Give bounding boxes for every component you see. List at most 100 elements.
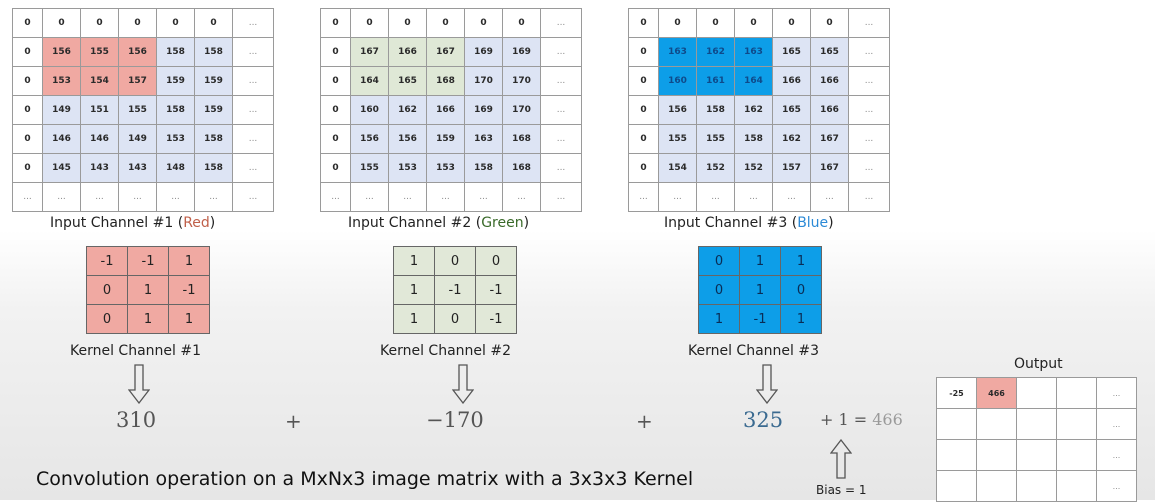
grid-cell: ... bbox=[540, 182, 582, 212]
grid-cell: 149 bbox=[42, 95, 81, 125]
output-cell bbox=[1056, 377, 1097, 409]
grid-cell: 155 bbox=[80, 37, 119, 67]
grid-cell: 0 bbox=[810, 8, 849, 38]
grid-cell: 167 bbox=[810, 124, 849, 154]
kernel-cell: 1 bbox=[393, 275, 435, 305]
grid-cell: ... bbox=[540, 66, 582, 96]
grid-cell: 0 bbox=[320, 153, 351, 183]
output-cell bbox=[976, 470, 1017, 502]
grid-cell: 165 bbox=[772, 95, 811, 125]
grid-cell: 156 bbox=[42, 37, 81, 67]
kernel-cell: -1 bbox=[475, 275, 517, 305]
grid-cell: ... bbox=[232, 95, 274, 125]
grid-cell: 158 bbox=[194, 124, 233, 154]
grid-cell: ... bbox=[540, 95, 582, 125]
grid-cell: 145 bbox=[42, 153, 81, 183]
grid-cell: 168 bbox=[502, 153, 541, 183]
input-channel-2-caption: Input Channel #2 (Green) bbox=[348, 215, 530, 231]
grid-cell: 0 bbox=[80, 8, 119, 38]
grid-cell: ... bbox=[232, 8, 274, 38]
grid-cell: 0 bbox=[12, 8, 43, 38]
grid-cell: ... bbox=[848, 37, 890, 67]
final-value: 466 bbox=[872, 410, 903, 429]
grid-cell: 0 bbox=[772, 8, 811, 38]
grid-cell: 0 bbox=[12, 153, 43, 183]
output-cell bbox=[1056, 408, 1097, 440]
grid-cell: 162 bbox=[696, 37, 735, 67]
grid-cell: 154 bbox=[80, 66, 119, 96]
grid-cell: 155 bbox=[350, 153, 389, 183]
grid-cell: 154 bbox=[658, 153, 697, 183]
input-channel-3-caption: Input Channel #3 (Blue) bbox=[664, 215, 834, 231]
kernel-cell: 1 bbox=[393, 246, 435, 276]
grid-cell: 168 bbox=[426, 66, 465, 96]
grid-cell: 159 bbox=[156, 66, 195, 96]
kernel-cell: 0 bbox=[86, 304, 128, 334]
grid-cell: 167 bbox=[810, 153, 849, 183]
grid-cell: 0 bbox=[628, 95, 659, 125]
plus-sign: + bbox=[285, 409, 302, 433]
grid-cell: 0 bbox=[12, 37, 43, 67]
grid-cell: 165 bbox=[388, 66, 427, 96]
output-cell: -25 bbox=[936, 377, 977, 409]
grid-cell: 158 bbox=[696, 95, 735, 125]
kernel-cell: 1 bbox=[127, 275, 169, 305]
grid-cell: 0 bbox=[12, 66, 43, 96]
grid-cell: ... bbox=[734, 182, 773, 212]
grid-row: ..................... bbox=[12, 182, 274, 212]
grid-cell: 0 bbox=[628, 153, 659, 183]
grid-cell: 0 bbox=[42, 8, 81, 38]
grid-cell: 158 bbox=[156, 95, 195, 125]
grid-cell: 158 bbox=[194, 153, 233, 183]
grid-cell: 163 bbox=[658, 37, 697, 67]
grid-cell: 159 bbox=[194, 95, 233, 125]
grid-cell: ... bbox=[810, 182, 849, 212]
kernel-cell: 1 bbox=[393, 304, 435, 334]
output-cell: ... bbox=[1096, 377, 1137, 409]
bias-equation: + 1 = 466 bbox=[820, 410, 903, 429]
grid-cell: 0 bbox=[320, 66, 351, 96]
main-caption: Convolution operation on a MxNx3 image m… bbox=[36, 468, 694, 490]
up-arrow-icon bbox=[830, 439, 852, 479]
grid-cell: ... bbox=[848, 124, 890, 154]
grid-cell: 0 bbox=[320, 124, 351, 154]
grid-cell: 155 bbox=[696, 124, 735, 154]
grid-cell: ... bbox=[540, 8, 582, 38]
grid-cell: 169 bbox=[502, 37, 541, 67]
grid-cell: 160 bbox=[658, 66, 697, 96]
input-channel-1-caption: Input Channel #1 (Red) bbox=[50, 215, 216, 231]
grid-cell: 166 bbox=[810, 66, 849, 96]
grid-cell: ... bbox=[232, 153, 274, 183]
output-cell bbox=[1016, 439, 1057, 471]
kernel-cell: 0 bbox=[698, 246, 740, 276]
kernel-cell: -1 bbox=[168, 275, 210, 305]
grid-cell: 157 bbox=[772, 153, 811, 183]
grid-cell: 0 bbox=[320, 37, 351, 67]
grid-cell: ... bbox=[320, 182, 351, 212]
grid-cell: 165 bbox=[772, 37, 811, 67]
grid-cell: 170 bbox=[464, 66, 503, 96]
grid-cell: 0 bbox=[628, 8, 659, 38]
grid-cell: 0 bbox=[734, 8, 773, 38]
output-cell: ... bbox=[1096, 408, 1137, 440]
grid-cell: ... bbox=[848, 95, 890, 125]
grid-cell: 166 bbox=[810, 95, 849, 125]
